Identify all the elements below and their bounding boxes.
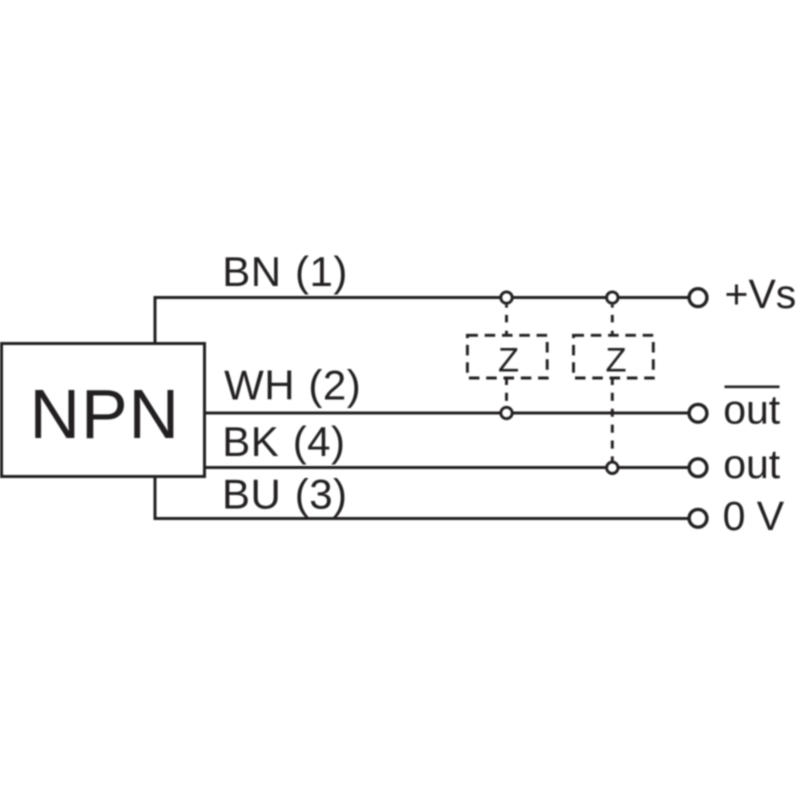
svg-text:Z: Z xyxy=(498,342,519,380)
svg-text:0 V: 0 V xyxy=(723,493,785,539)
svg-text:Z: Z xyxy=(606,342,627,380)
svg-text:NPN: NPN xyxy=(30,375,181,453)
svg-text:WH (2): WH (2) xyxy=(224,362,361,409)
svg-text:out: out xyxy=(723,387,781,433)
svg-text:+Vs: +Vs xyxy=(725,271,797,317)
svg-text:BN (1): BN (1) xyxy=(222,248,348,295)
svg-text:BK (4): BK (4) xyxy=(222,418,345,465)
svg-text:out: out xyxy=(723,441,781,487)
svg-text:BU (3): BU (3) xyxy=(222,470,348,517)
